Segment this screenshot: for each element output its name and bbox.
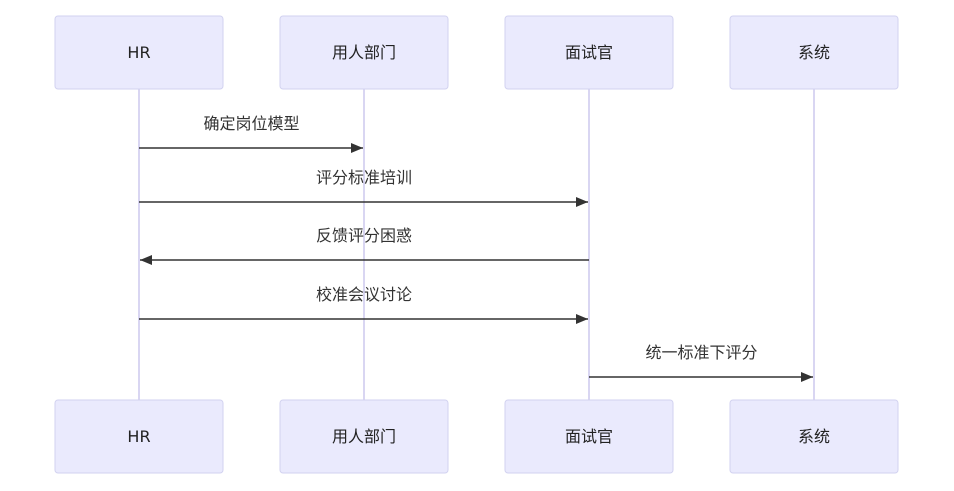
message-label: 评分标准培训 bbox=[316, 168, 412, 187]
message-2: 评分标准培训 bbox=[139, 168, 588, 207]
actor-label: HR bbox=[127, 427, 150, 446]
actor-box bbox=[54, 399, 224, 474]
message-label: 统一标准下评分 bbox=[645, 343, 757, 362]
message-label: 确定岗位模型 bbox=[203, 114, 299, 133]
actor-box bbox=[504, 15, 674, 90]
message-3: 反馈评分困惑 bbox=[140, 226, 589, 265]
actor-label: 系统 bbox=[798, 427, 830, 446]
message-1: 确定岗位模型 bbox=[139, 114, 363, 153]
message-label: 反馈评分困惑 bbox=[316, 226, 412, 245]
actor-system-top: 系统 bbox=[729, 15, 899, 90]
actor-system-bottom: 系统 bbox=[729, 399, 899, 474]
actor-label: 面试官 bbox=[565, 43, 613, 62]
actor-interviewer-top: 面试官 bbox=[504, 15, 674, 90]
actor-label: 系统 bbox=[798, 43, 830, 62]
actor-label: 用人部门 bbox=[332, 43, 396, 62]
actor-box bbox=[729, 399, 899, 474]
actor-dept-bottom: 用人部门 bbox=[279, 399, 449, 474]
message-4: 校准会议讨论 bbox=[139, 285, 588, 324]
message-5: 统一标准下评分 bbox=[589, 343, 813, 382]
actor-box bbox=[504, 399, 674, 474]
actor-label: 面试官 bbox=[565, 427, 613, 446]
actor-hr-top: HR bbox=[54, 15, 224, 90]
actor-box bbox=[729, 15, 899, 90]
actor-label: 用人部门 bbox=[332, 427, 396, 446]
actor-box bbox=[279, 15, 449, 90]
actor-box bbox=[54, 15, 224, 90]
actor-box bbox=[279, 399, 449, 474]
actor-interviewer-bottom: 面试官 bbox=[504, 399, 674, 474]
actor-hr-bottom: HR bbox=[54, 399, 224, 474]
actor-dept-top: 用人部门 bbox=[279, 15, 449, 90]
message-label: 校准会议讨论 bbox=[316, 285, 412, 304]
actor-label: HR bbox=[127, 43, 150, 62]
